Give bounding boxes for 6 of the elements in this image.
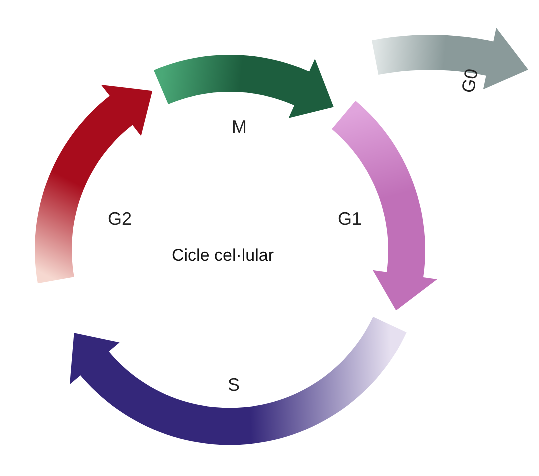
phase-label: G1	[338, 210, 362, 228]
phase-label: G0	[459, 68, 481, 94]
phase-label: S	[228, 376, 240, 394]
center-title: Cicle cel·lular	[172, 246, 274, 266]
phase-label: G2	[108, 210, 132, 228]
phase-label: M	[232, 118, 247, 136]
